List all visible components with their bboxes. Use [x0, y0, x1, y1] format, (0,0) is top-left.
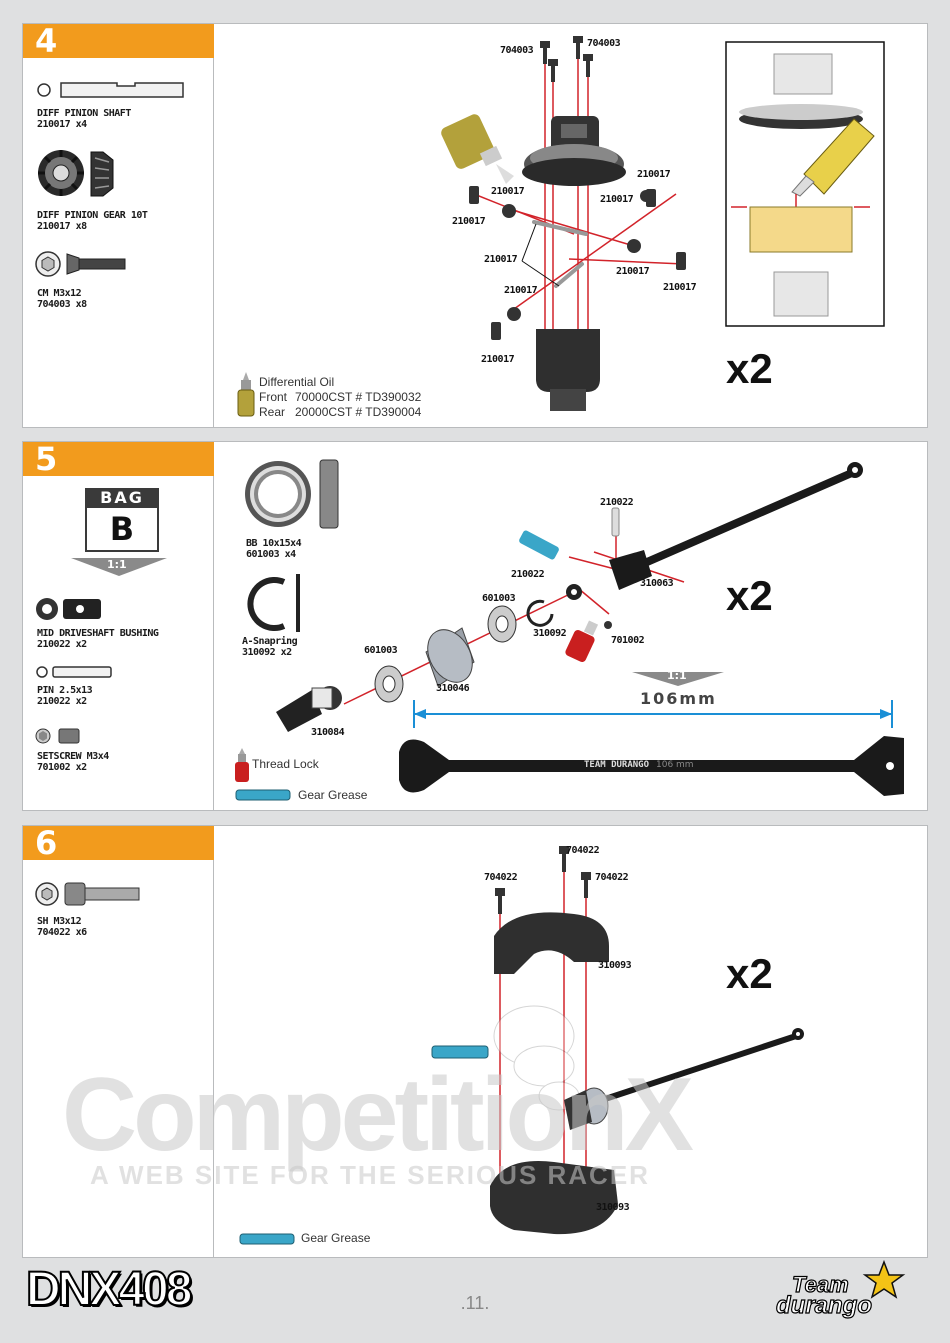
step-5-parts-column: 5 BAG B 1:1 MID DRIVESHAFT BUSHING 21002… — [23, 442, 214, 810]
scale-label: 1:1 — [667, 669, 687, 682]
callout: 704022 — [484, 872, 518, 883]
part-cm-screw: CM M3x12 704003 x8 — [37, 288, 87, 310]
step-number: 6 — [35, 824, 58, 862]
diff-exploded-diagram — [441, 36, 885, 411]
thread-lock-bottle-icon — [565, 620, 599, 663]
bearing-icon — [245, 459, 339, 529]
oil-bottle-small-icon — [237, 372, 255, 417]
bushing-icon — [36, 598, 101, 620]
bag-badge: BAG B — [85, 488, 159, 552]
callout: 601003 — [482, 593, 516, 604]
socket-screw-icon — [35, 882, 140, 906]
callout: 210017 — [491, 186, 525, 197]
bag-scale-label: 1:1 — [107, 558, 127, 571]
step-6-badge: 6 — [23, 826, 214, 860]
thread-lock-label: Thread Lock — [252, 757, 319, 771]
gear-grease-label: Gear Grease — [301, 1231, 371, 1245]
callout: 210017 — [637, 169, 671, 180]
driveshaft-exploded-diagram — [276, 462, 904, 796]
step-5-panel: 5 BAG B 1:1 MID DRIVESHAFT BUSHING 21002… — [22, 441, 928, 811]
page-number: .11. — [460, 1293, 490, 1313]
gear-grease-legend-icon — [235, 789, 291, 801]
callout: 310092 — [533, 628, 567, 639]
step-4-parts-column: 4 DIFF PINION SHAFT 210017 x4 DIFF PINIO… — [23, 24, 214, 427]
multiplier: x2 — [726, 345, 773, 392]
step-4-badge: 4 — [23, 24, 214, 58]
dimension-label: 106mm — [640, 689, 717, 708]
callout: 704022 — [595, 872, 629, 883]
shaft-brand-text: TEAM DURANGO — [584, 760, 650, 770]
callout: 310093 — [598, 960, 632, 971]
star-icon — [862, 1259, 906, 1299]
grease-tube-icon — [519, 530, 559, 560]
callout: 210017 — [663, 282, 697, 293]
callout: 310084 — [311, 727, 345, 738]
callout: 601003 — [364, 645, 398, 656]
step-5-badge: 5 — [23, 442, 214, 476]
thread-lock-legend-icon — [235, 748, 249, 782]
gear-grease-label: Gear Grease — [298, 788, 368, 802]
callout: 210017 — [616, 266, 650, 277]
callout: 704022 — [566, 845, 600, 856]
callout: 210017 — [600, 194, 634, 205]
callout: 704003 — [500, 45, 534, 56]
callout: 210017 — [481, 354, 515, 365]
step-4-panel: 4 DIFF PINION SHAFT 210017 x4 DIFF PINIO… — [22, 23, 928, 428]
step-6-parts-column: 6 SH M3x12 704022 x6 — [23, 826, 214, 1257]
callout: 210017 — [484, 254, 518, 265]
gear-grease-legend-icon — [239, 1233, 295, 1245]
snapring-icon — [247, 574, 300, 632]
team-durango-logo: Team durango — [772, 1259, 922, 1322]
callout: 310063 — [640, 578, 674, 589]
multiplier: x2 — [726, 572, 773, 619]
screw-icon — [35, 251, 126, 277]
part-pin: PIN 2.5x13 210022 x2 — [37, 685, 93, 707]
part-bearing: BB 10x15x4 601003 x4 — [246, 538, 302, 560]
scale-arrow-icon — [71, 558, 167, 576]
multiplier: x2 — [726, 950, 773, 997]
part-setscrew: SETSCREW M3x4 701002 x2 — [37, 751, 109, 773]
oil-bottle-icon — [441, 114, 514, 184]
part-diff-pinion-gear: DIFF PINION GEAR 10T 210017 x8 — [37, 210, 148, 232]
step-number: 4 — [35, 22, 58, 60]
diff-housing-assembly-diagram — [431, 846, 804, 1235]
callout: 210017 — [504, 285, 538, 296]
pinion-gear-icon — [38, 150, 114, 197]
callout: 210022 — [600, 497, 634, 508]
callout: 704003 — [587, 38, 621, 49]
step-6-panel: 6 SH M3x12 704022 x6 — [22, 825, 928, 1258]
model-logo: DNX408 — [25, 1262, 193, 1317]
part-snapring: A-Snapring 310092 x2 — [242, 636, 298, 658]
shaft-size-text: 106 mm — [656, 760, 694, 770]
step-6-diagram: 704022 704022 704022 310093 310093 x2 Ge… — [214, 826, 927, 1257]
step-number: 5 — [35, 440, 58, 478]
callout: 310093 — [596, 1202, 630, 1213]
step-4-diagram: 704003 704003 210017 210017 210017 21001… — [214, 24, 927, 427]
callout: 701002 — [611, 635, 645, 646]
setscrew-icon — [35, 728, 80, 744]
part-mid-driveshaft-bushing: MID DRIVESHAFT BUSHING 210022 x2 — [37, 628, 159, 650]
part-sh-screw: SH M3x12 704022 x6 — [37, 916, 87, 938]
callout: 210022 — [511, 569, 545, 580]
step-5-diagram: BB 10x15x4 601003 x4 A-Snapring 310092 x… — [214, 442, 927, 810]
callout: 310046 — [436, 683, 470, 694]
pin-shaft-icon — [37, 82, 184, 98]
callout: 210017 — [452, 216, 486, 227]
pin-icon — [36, 666, 112, 678]
part-diff-pinion-shaft: DIFF PINION SHAFT 210017 x4 — [37, 108, 131, 130]
